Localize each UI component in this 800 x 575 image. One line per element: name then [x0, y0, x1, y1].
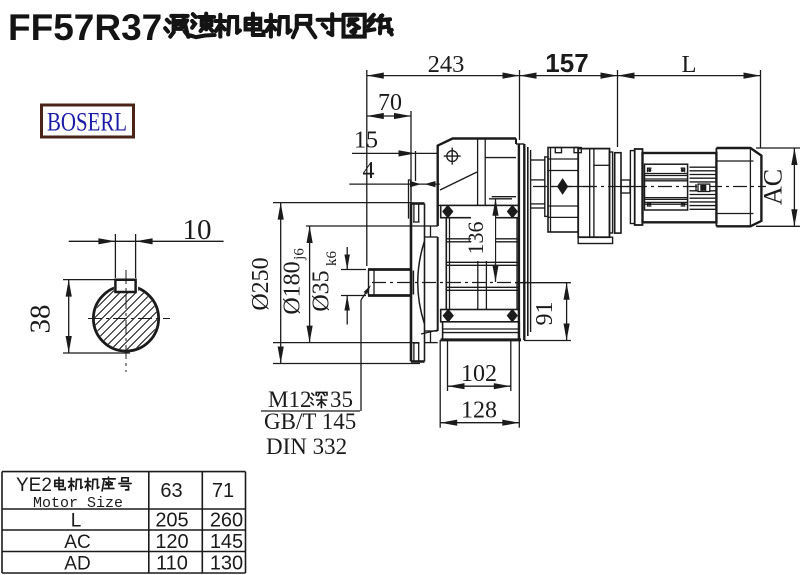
svg-text:j6: j6 [292, 248, 308, 261]
svg-text:M12: M12 [268, 387, 311, 412]
svg-text:Motor Size: Motor Size [33, 495, 123, 512]
svg-text:Ø35: Ø35 [309, 270, 335, 311]
svg-text:10: 10 [183, 214, 212, 246]
svg-text:FF57R37: FF57R37 [8, 7, 162, 48]
svg-text:DIN 332: DIN 332 [266, 434, 347, 459]
svg-text:120: 120 [155, 531, 188, 553]
svg-text:4: 4 [363, 158, 375, 184]
svg-text:35: 35 [330, 387, 353, 412]
svg-text:157: 157 [545, 48, 588, 78]
svg-text:Ø180: Ø180 [280, 261, 306, 314]
svg-text:YE2: YE2 [16, 475, 52, 496]
svg-text:145: 145 [210, 531, 243, 553]
svg-text:70: 70 [378, 90, 402, 116]
svg-text:AC: AC [64, 532, 90, 553]
svg-text:38: 38 [25, 305, 57, 334]
svg-text:128: 128 [461, 398, 497, 424]
svg-text:63: 63 [160, 480, 182, 502]
svg-text:243: 243 [428, 51, 465, 78]
svg-text:136: 136 [463, 222, 488, 255]
svg-text:k6: k6 [324, 251, 340, 267]
svg-text:L: L [71, 511, 82, 532]
svg-text:BOSERL: BOSERL [47, 108, 127, 137]
svg-text:260: 260 [210, 510, 243, 532]
svg-text:GB/T 145: GB/T 145 [264, 409, 356, 434]
svg-text:AD: AD [64, 554, 90, 575]
svg-text:15: 15 [354, 128, 378, 154]
svg-text:91: 91 [532, 302, 558, 326]
svg-text:71: 71 [212, 480, 234, 502]
svg-text:Ø250: Ø250 [248, 257, 274, 310]
svg-text:AC: AC [759, 169, 788, 205]
svg-text:205: 205 [155, 510, 188, 532]
svg-text:102: 102 [461, 361, 497, 387]
svg-text:110: 110 [156, 553, 188, 575]
svg-text:L: L [682, 51, 697, 78]
svg-text:130: 130 [210, 553, 243, 575]
